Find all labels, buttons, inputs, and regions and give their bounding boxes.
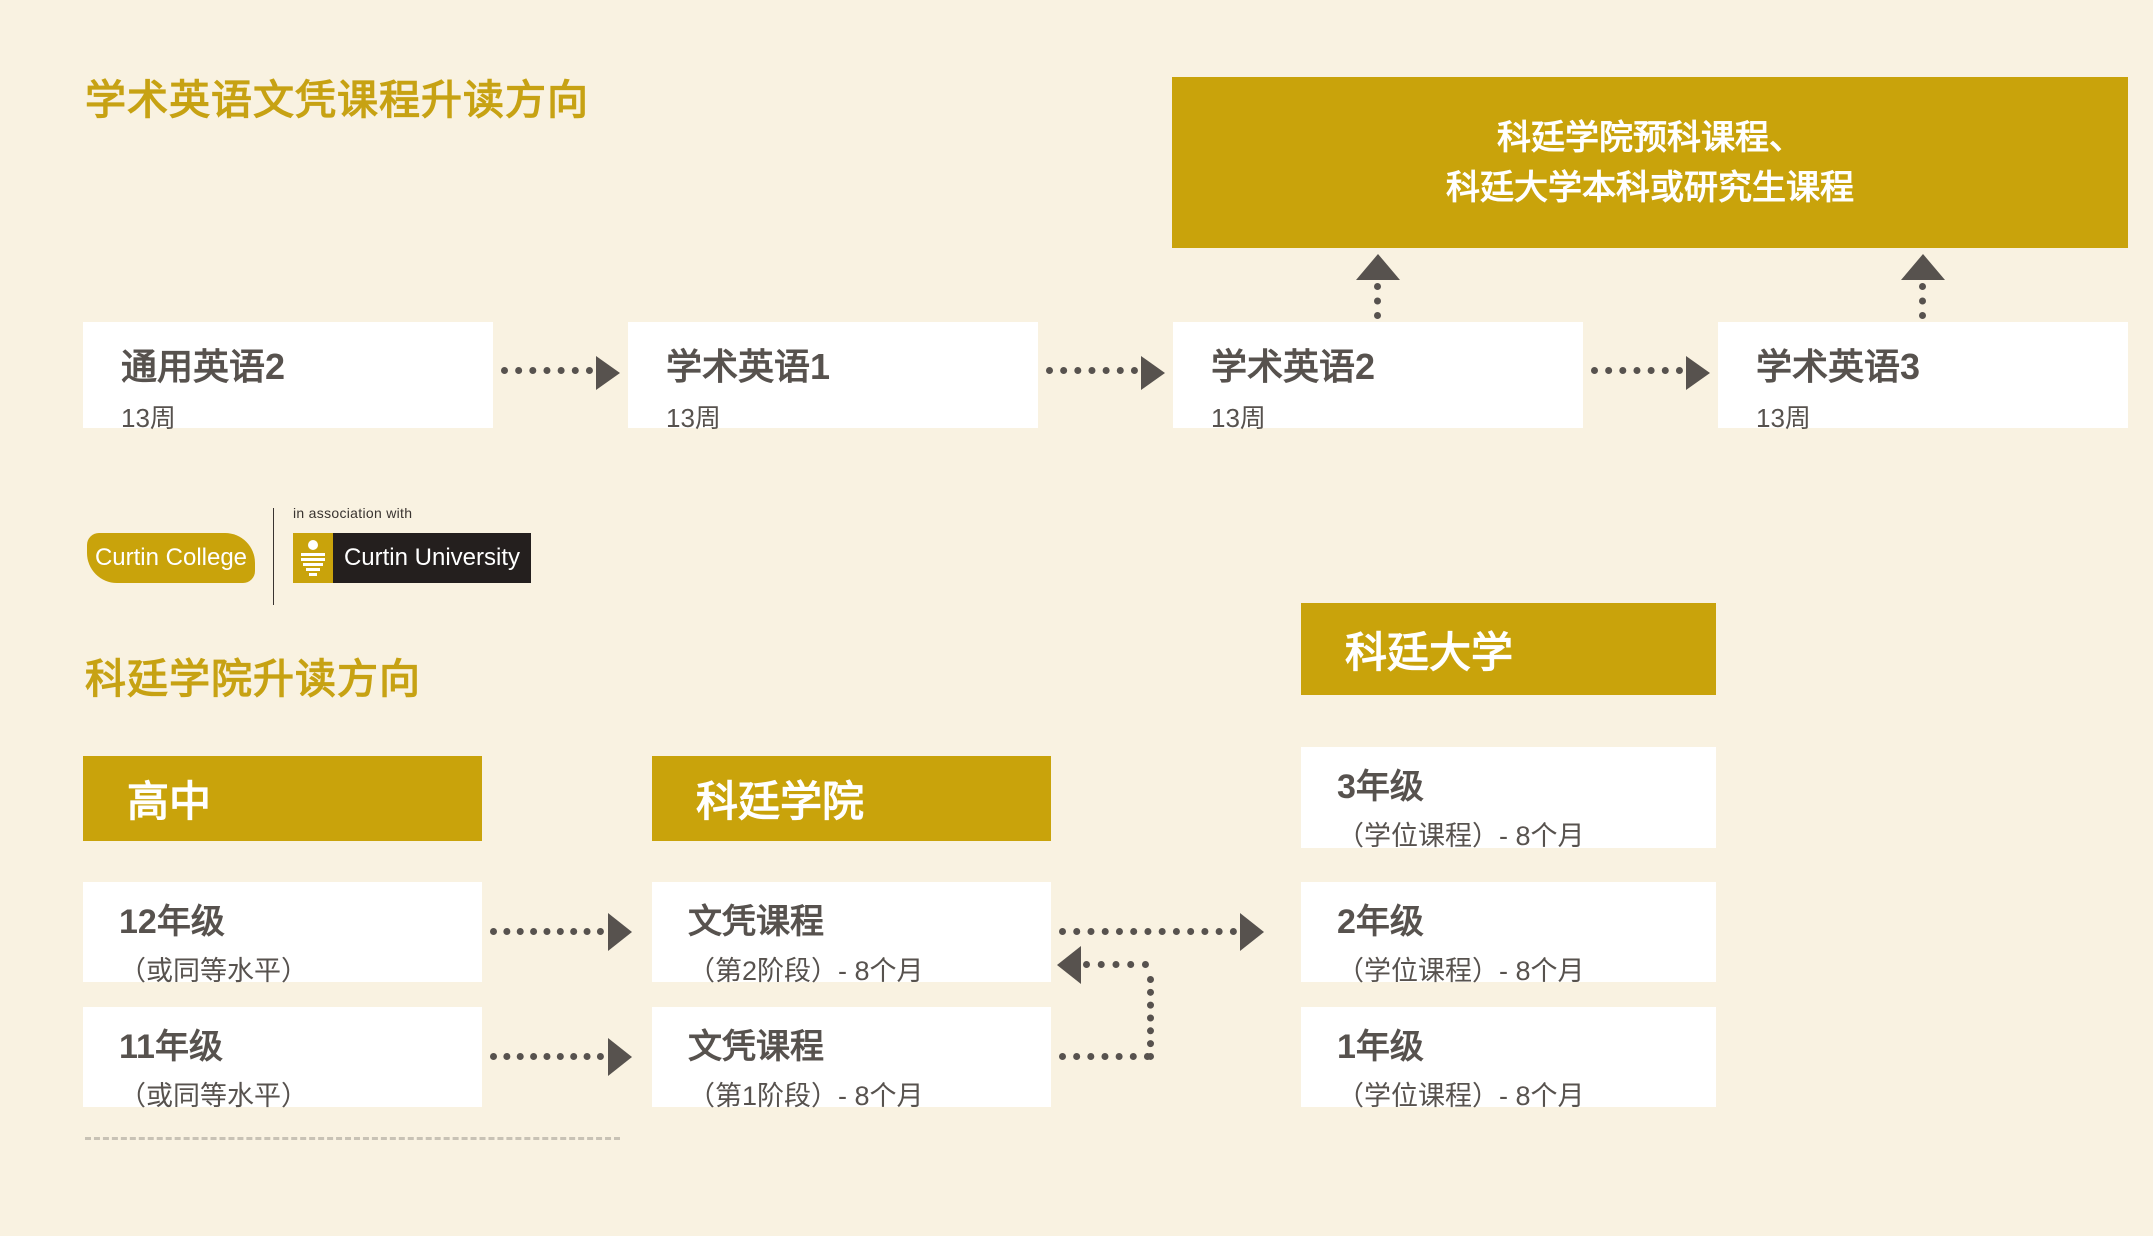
course-title: 学术英语2	[1211, 346, 1376, 387]
course-title: 学术英语1	[666, 346, 831, 387]
section2-title: 科廷学院升读方向	[85, 656, 421, 702]
arrow-dots	[1059, 928, 1237, 935]
box-subtitle: （或同等水平）	[119, 1081, 308, 1111]
arrow-dots	[501, 367, 593, 374]
box-title: 文凭课程	[688, 1028, 824, 1066]
box-subtitle: （学位课程）- 8个月	[1337, 956, 1585, 986]
arrow-up-icon	[1356, 254, 1400, 280]
arrow-right-icon	[1240, 913, 1264, 951]
curtin-college-logo: Curtin College	[87, 533, 255, 583]
association-label: in association with	[293, 505, 413, 521]
box-title: 11年级	[119, 1028, 223, 1066]
arrow-dots	[1046, 367, 1138, 374]
course-duration: 13周	[1211, 403, 1266, 433]
arrow-dots	[490, 928, 604, 935]
course-duration: 13周	[121, 403, 176, 433]
arrow-right-icon	[608, 913, 632, 951]
box-year2-degree: 2年级 （学位课程）- 8个月	[1301, 882, 1716, 986]
box-title: 文凭课程	[688, 903, 824, 941]
arrow-dots-vertical	[1147, 976, 1154, 1060]
arrow-dots	[1591, 367, 1683, 374]
arrow-left-icon	[1057, 946, 1081, 984]
curtin-crest-icon	[293, 533, 333, 583]
arrow-right-icon	[596, 356, 620, 390]
course-box-academic-english-2: 学术英语2 13周	[1173, 322, 1583, 433]
curtin-college-logo-label: Curtin College	[94, 544, 248, 571]
course-title: 学术英语3	[1756, 346, 1921, 387]
arrow-dots	[490, 1053, 604, 1060]
column-header-label: 科廷大学	[1345, 628, 1514, 676]
course-duration: 13周	[1756, 403, 1811, 433]
arrow-dots	[1059, 1053, 1151, 1060]
column-header-curtin-college: 科廷学院	[652, 756, 1051, 841]
box-title: 2年级	[1337, 903, 1424, 941]
course-duration: 13周	[666, 403, 721, 433]
box-year12: 12年级 （或同等水平）	[83, 882, 482, 986]
box-subtitle: （学位课程）- 8个月	[1337, 821, 1585, 851]
destination-box: 科廷学院预科课程、 科廷大学本科或研究生课程	[1172, 77, 2128, 248]
course-box-academic-english-1: 学术英语1 13周	[628, 322, 1038, 433]
box-diploma-stage1: 文凭课程 （第1阶段）- 8个月	[652, 1007, 1051, 1111]
box-year3-degree: 3年级 （学位课程）- 8个月	[1301, 747, 1716, 851]
arrow-right-icon	[608, 1038, 632, 1076]
box-subtitle: （或同等水平）	[119, 956, 308, 986]
box-subtitle: （学位课程）- 8个月	[1337, 1081, 1585, 1111]
section1-title: 学术英语文凭课程升读方向	[85, 77, 589, 123]
arrow-right-icon	[1686, 356, 1710, 390]
box-year11: 11年级 （或同等水平）	[83, 1007, 482, 1111]
course-title: 通用英语2	[121, 346, 286, 387]
box-title: 12年级	[119, 903, 225, 941]
arrow-up-dots	[1919, 283, 1926, 319]
column-header-high-school: 高中	[83, 756, 482, 841]
destination-line2: 科廷大学本科或研究生课程	[1446, 168, 1854, 207]
course-box-general-english-2: 通用英语2 13周	[83, 322, 493, 433]
box-subtitle: （第2阶段）- 8个月	[688, 956, 924, 986]
box-diploma-stage2: 文凭课程 （第2阶段）- 8个月	[652, 882, 1051, 986]
curtin-university-logo-label: Curtin University	[343, 544, 521, 571]
logo-divider	[273, 508, 274, 605]
arrow-right-icon	[1141, 356, 1165, 390]
box-year1-degree: 1年级 （学位课程）- 8个月	[1301, 1007, 1716, 1111]
column-header-label: 高中	[127, 778, 212, 825]
course-box-academic-english-3: 学术英语3 13周	[1718, 322, 2128, 433]
box-subtitle: （第1阶段）- 8个月	[688, 1081, 924, 1111]
arrow-up-dots	[1374, 283, 1381, 319]
box-title: 1年级	[1337, 1028, 1424, 1066]
box-title: 3年级	[1337, 768, 1424, 806]
footnote-remnant	[85, 1137, 620, 1140]
column-header-curtin-university: 科廷大学	[1301, 603, 1716, 695]
curtin-university-logo: Curtin University	[333, 533, 531, 583]
arrow-dots	[1083, 961, 1149, 968]
destination-line1: 科廷学院预科课程、	[1497, 118, 1803, 157]
column-header-label: 科廷学院	[696, 778, 865, 825]
arrow-up-icon	[1901, 254, 1945, 280]
